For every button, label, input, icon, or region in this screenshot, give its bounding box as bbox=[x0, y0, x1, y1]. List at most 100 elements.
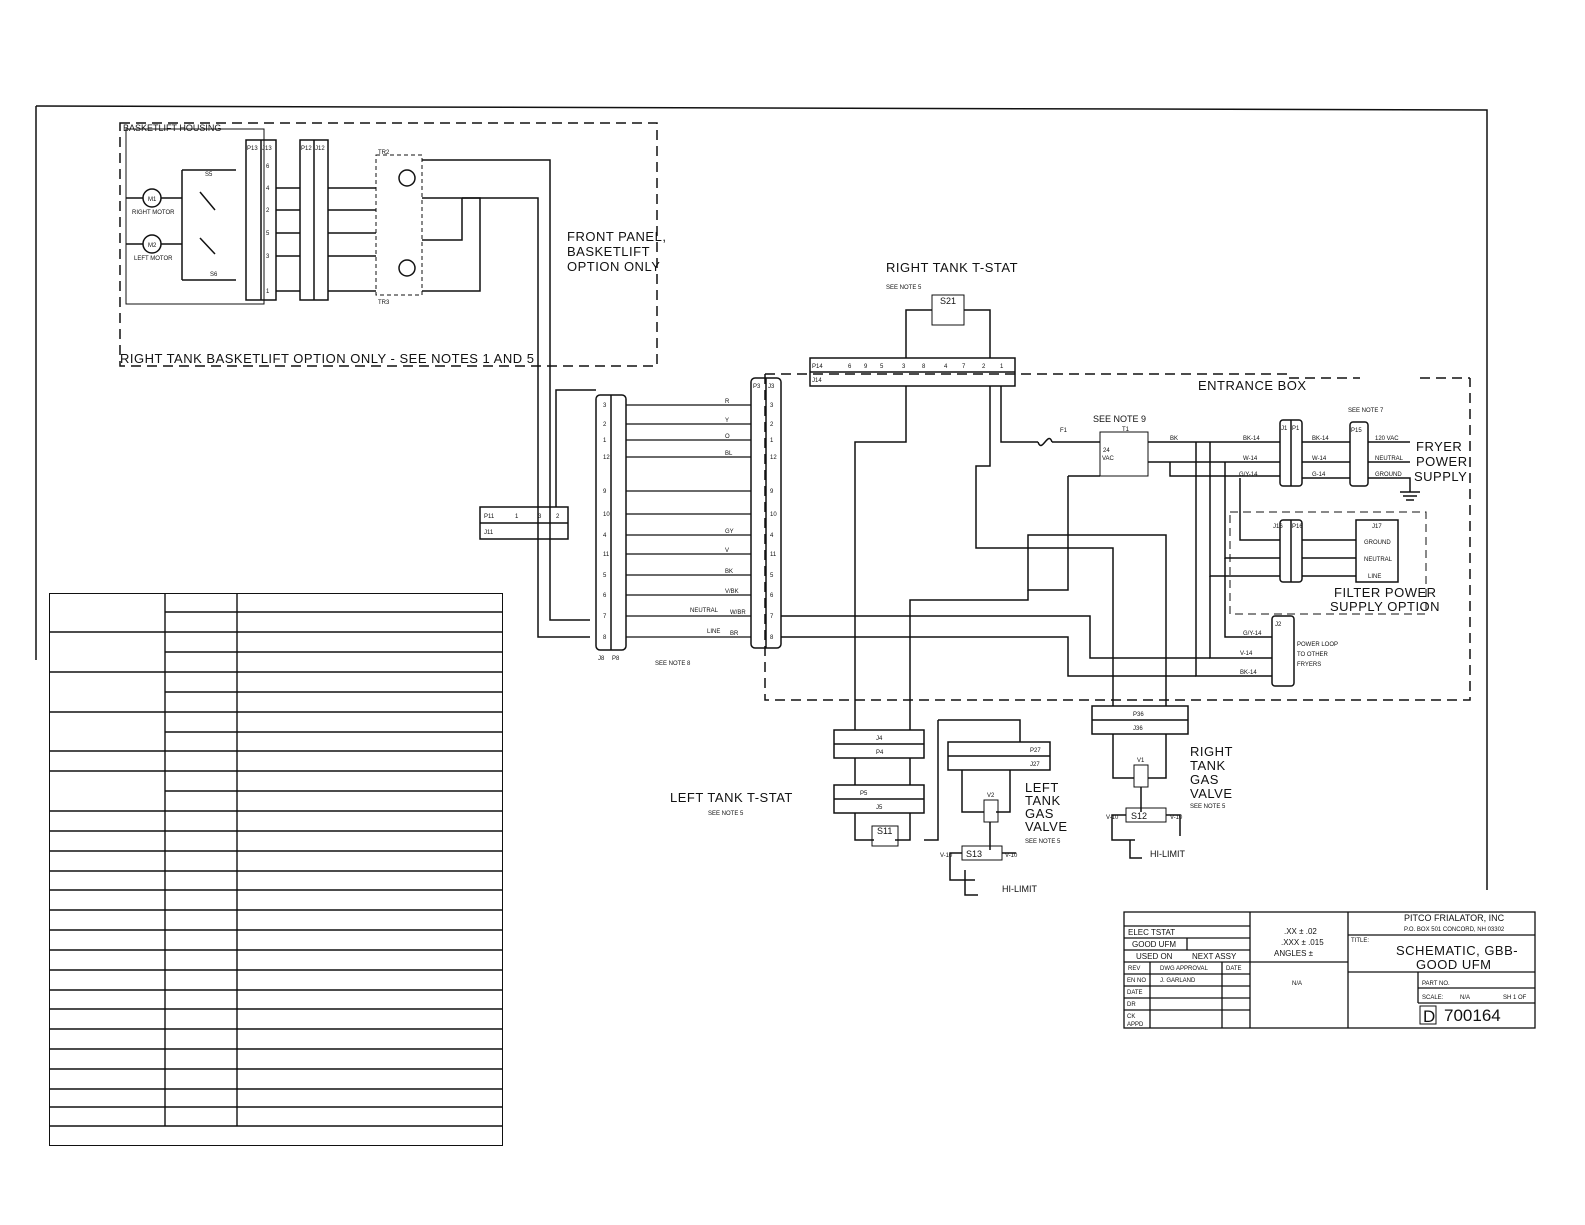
j8-pin-12: 12 bbox=[603, 455, 610, 461]
j4-id: J4 bbox=[876, 736, 883, 742]
tb-scale: N/A bbox=[1460, 995, 1470, 1001]
tb-tol-3: ANGLES ± bbox=[1274, 949, 1314, 958]
s21-id: S21 bbox=[940, 296, 956, 306]
left-gas-valve-label-3: GAS bbox=[1025, 806, 1054, 821]
wire-v10-d: V-10 bbox=[1005, 853, 1018, 859]
right-gas-valve-label-1: RIGHT bbox=[1190, 744, 1233, 759]
p11-pin-3: 3 bbox=[538, 514, 542, 520]
p14-pin-1: 1 bbox=[1000, 364, 1004, 370]
j8-pin-9: 9 bbox=[603, 489, 607, 495]
p13-pin-5: 5 bbox=[266, 231, 270, 237]
p13-pin-6: 6 bbox=[266, 164, 270, 170]
tb-side-1: EN NO bbox=[1127, 978, 1146, 984]
relay-tr3-coil bbox=[398, 259, 416, 277]
wire-w14-b: W-14 bbox=[1312, 456, 1327, 462]
p3-pin-2: 2 bbox=[770, 422, 774, 428]
see-note-5-label: SEE NOTE 5 bbox=[886, 285, 922, 291]
tb-side-5: APPD bbox=[1127, 1022, 1144, 1028]
p14-pin-6: 6 bbox=[848, 364, 852, 370]
t1-vac-2: VAC bbox=[1102, 456, 1115, 462]
s5-id: S5 bbox=[205, 172, 213, 178]
sheet-border bbox=[35, 105, 1488, 890]
p14-pin-3: 3 bbox=[902, 364, 906, 370]
j36-id: J36 bbox=[1133, 726, 1143, 732]
tb-drawing-number: 700164 bbox=[1444, 1006, 1501, 1025]
tb-row-1: ELEC TSTAT bbox=[1128, 928, 1175, 937]
m2-id: M2 bbox=[148, 243, 157, 249]
power-loop-label-3: FRYERS bbox=[1297, 662, 1321, 668]
p3-pin-11: 11 bbox=[770, 552, 777, 558]
s13-id: S13 bbox=[966, 849, 982, 859]
basketlift-option-box bbox=[119, 122, 658, 367]
p13-pin-2: 2 bbox=[266, 208, 270, 214]
v1-id: V1 bbox=[1137, 758, 1145, 764]
left-valve-note: SEE NOTE 5 bbox=[1025, 839, 1061, 845]
wire-bk: BK bbox=[725, 569, 733, 575]
s11-id: S11 bbox=[877, 826, 892, 836]
left-hi-limit-label: HI-LIMIT bbox=[1002, 884, 1038, 894]
basketlift-option-label: RIGHT TANK BASKETLIFT OPTION ONLY - SEE … bbox=[120, 351, 534, 366]
tb-side-3: DR bbox=[1127, 1002, 1136, 1008]
wire-r: R bbox=[725, 399, 730, 405]
tb-sheet: SH 1 OF bbox=[1503, 995, 1527, 1001]
p14-pin-5: 5 bbox=[880, 364, 884, 370]
tb-address: P.O. BOX 501 CONCORD, NH 03302 bbox=[1404, 927, 1505, 933]
p3-pin-7: 7 bbox=[770, 614, 774, 620]
p13-pin-4: 4 bbox=[266, 186, 270, 192]
transformer-label: T1 bbox=[1122, 427, 1130, 433]
m1-id: M1 bbox=[148, 197, 157, 203]
fuse-label: F1 bbox=[1060, 428, 1068, 434]
j17-term-2: NEUTRAL bbox=[1364, 557, 1393, 563]
tb-drawn-by: J. GARLAND bbox=[1160, 978, 1196, 984]
tr2-id: TR2 bbox=[378, 150, 390, 156]
j8-pin-7: 7 bbox=[603, 614, 607, 620]
p14-pin-2: 2 bbox=[982, 364, 986, 370]
wire-v-bk: V/BK bbox=[725, 589, 739, 595]
wire-v: V bbox=[725, 548, 729, 554]
j17-term-1: GROUND bbox=[1364, 540, 1391, 546]
tb-next-assy: NEXT ASSY bbox=[1192, 952, 1237, 961]
wire-bk14-c: BK-14 bbox=[1312, 436, 1329, 442]
wire-br: BR bbox=[730, 631, 739, 637]
left-see-note-5: SEE NOTE 5 bbox=[708, 811, 744, 817]
p3-pin-3: 3 bbox=[770, 403, 774, 409]
wire-gy: GY bbox=[725, 529, 734, 535]
right-valve-note: SEE NOTE 5 bbox=[1190, 804, 1226, 810]
right-gas-valve-label-2: TANK bbox=[1190, 758, 1226, 773]
entrance-box-label: ENTRANCE BOX bbox=[1198, 378, 1307, 393]
wire-v14: V-14 bbox=[1240, 651, 1253, 657]
title-block bbox=[1123, 911, 1536, 1029]
p15-connector bbox=[1349, 421, 1369, 487]
p4-id: P4 bbox=[876, 750, 884, 756]
transformer-t1 bbox=[1099, 431, 1149, 477]
j14-id: J14 bbox=[812, 378, 822, 384]
j5-id: J5 bbox=[876, 805, 883, 811]
right-gas-valve-label-3: GAS bbox=[1190, 772, 1219, 787]
tb-dwg-approval: DWG APPROVAL bbox=[1160, 966, 1209, 972]
p14-pin-7: 7 bbox=[962, 364, 966, 370]
left-gas-valve-label-2: TANK bbox=[1025, 793, 1061, 808]
power-loop-label-2: TO OTHER bbox=[1297, 652, 1329, 658]
s6-id: S6 bbox=[210, 272, 218, 278]
p3-pin-5: 5 bbox=[770, 573, 774, 579]
fryer-power-label-3: SUPPLY bbox=[1414, 469, 1467, 484]
wire-v10-c: V-10 bbox=[940, 853, 953, 859]
tb-title-1: SCHEMATIC, GBB- bbox=[1396, 943, 1518, 958]
p16-id: P16 bbox=[1292, 524, 1303, 530]
left-motor-label: LEFT MOTOR bbox=[134, 256, 173, 262]
tb-used-on: USED ON bbox=[1136, 952, 1173, 961]
supply-term-2: NEUTRAL bbox=[1375, 456, 1404, 462]
filter-power-label-2: SUPPLY OPTION bbox=[1330, 599, 1440, 614]
v2-id: V2 bbox=[987, 793, 995, 799]
p3-pin-1: 1 bbox=[770, 438, 774, 444]
j17-id: J17 bbox=[1372, 524, 1382, 530]
p3-pin-10: 10 bbox=[770, 512, 777, 518]
left-gas-valve-label-1: LEFT bbox=[1025, 780, 1059, 795]
tb-tol-1: .XX ± .02 bbox=[1284, 927, 1317, 936]
tb-na: N/A bbox=[1292, 981, 1302, 987]
